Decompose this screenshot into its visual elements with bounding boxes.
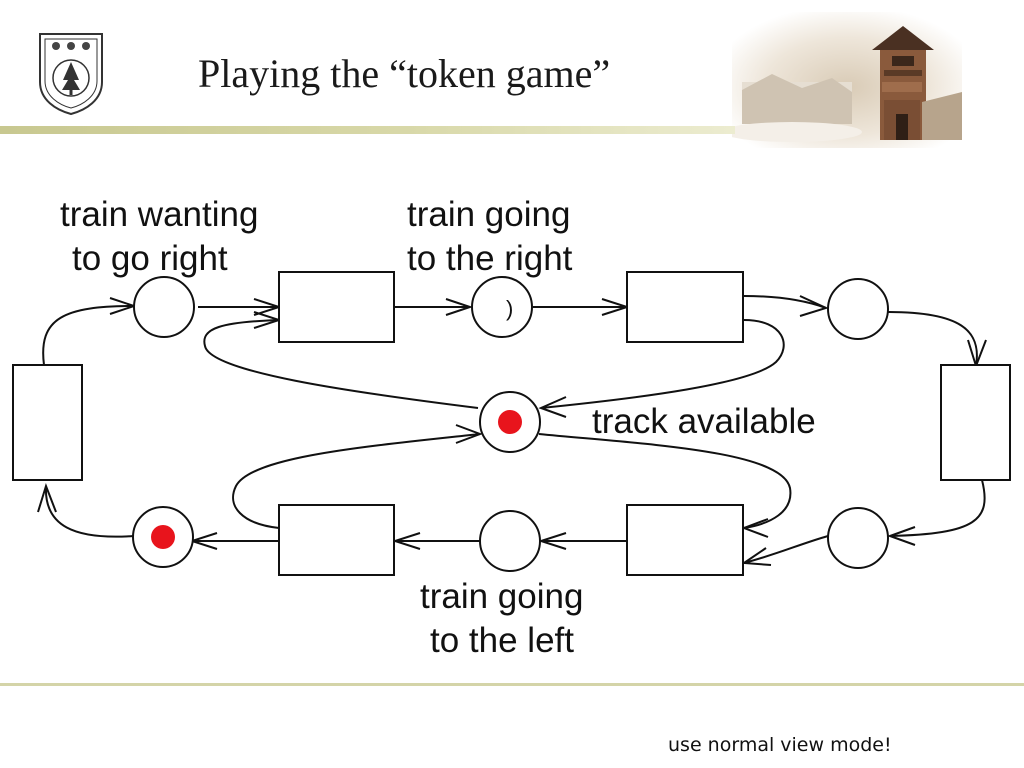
place-right-return [827, 507, 889, 569]
footer-note: use normal view mode! [668, 734, 892, 756]
transition-turn-left-side [12, 364, 83, 481]
arcs-left-side [37, 297, 138, 538]
place-going-right [471, 276, 533, 338]
arc-turn-left-to-wanting [42, 305, 135, 366]
transition-enter-left [626, 504, 744, 576]
transition-leave-left [278, 504, 395, 576]
place-going-left [479, 510, 541, 572]
header-accent-rule [0, 126, 735, 134]
token [151, 525, 175, 549]
arc-leave-right-to-track [540, 319, 785, 409]
arc-turn-right-to-right-return [889, 479, 986, 537]
label-going-right-line2: to the right [407, 239, 573, 278]
arc-right-end-to-turn-right [887, 311, 978, 367]
nanjing-university-seal-icon [39, 33, 103, 116]
old-tower-photo [732, 12, 962, 148]
slide-title: Playing the “token game” [198, 51, 611, 96]
footer-rule [0, 683, 1024, 686]
arrowhead [887, 526, 916, 546]
transition-enter-right [278, 271, 395, 343]
arrowhead [37, 482, 57, 513]
label-train-wanting-line1: train wanting [60, 195, 258, 234]
arcs-track-available [203, 311, 792, 538]
arrowhead [445, 298, 474, 316]
arrowhead [538, 396, 567, 418]
place-wanting-right [133, 276, 195, 338]
arc-track-to-enter-right [203, 319, 479, 409]
arrowhead [455, 424, 483, 444]
place-right-end [827, 278, 889, 340]
places: ) [132, 276, 889, 572]
transitions [12, 271, 1011, 576]
arc-leave-left-to-track [232, 433, 481, 529]
arc-right-return-to-enter-left [743, 535, 829, 564]
partial-mark: ) [506, 296, 513, 321]
label-going-left-line1: train going [420, 577, 583, 616]
label-train-wanting-line2: to go right [72, 239, 228, 278]
label-going-left-line2: to the left [430, 621, 574, 660]
token [498, 410, 522, 434]
transition-leave-right [626, 271, 744, 343]
arc-track-to-enter-left [538, 433, 792, 529]
arrowhead [799, 295, 829, 317]
transition-turn-right-side [940, 364, 1011, 481]
label-going-right-line1: train going [407, 195, 570, 234]
arc-left-end-to-turn-left [44, 485, 135, 538]
arcs-bottom-row [188, 532, 829, 566]
label-track-available: track available [592, 402, 816, 441]
